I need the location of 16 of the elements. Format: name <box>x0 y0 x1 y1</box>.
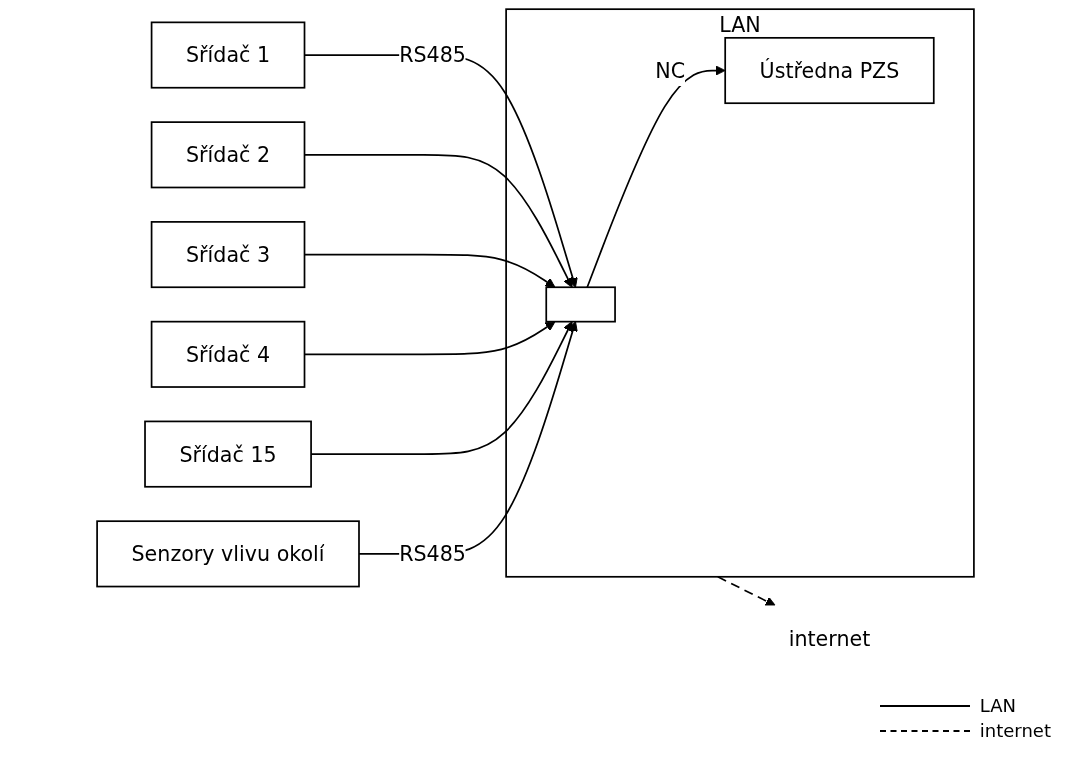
node-box: Senzory vlivu okolí <box>96 520 360 588</box>
node-text: internet <box>788 626 871 651</box>
arrow <box>716 575 776 606</box>
arrow <box>586 65 726 289</box>
node-box <box>545 286 616 323</box>
node-box: Sřídač 4 <box>150 320 306 388</box>
edge-label: NC <box>655 58 686 83</box>
node-box: Ústředna PZS <box>724 37 935 105</box>
legend-text: LAN <box>979 695 1017 716</box>
node-box: Sřídač 15 <box>144 420 312 488</box>
edge-label: RS485 <box>399 541 466 566</box>
edge-label: RS485 <box>399 43 466 68</box>
node-box: Sřídač 3 <box>150 221 306 289</box>
node-box: Sřídač 2 <box>150 121 306 189</box>
legend-text: internet <box>979 720 1051 741</box>
node-box: Sřídač 1 <box>150 21 306 89</box>
